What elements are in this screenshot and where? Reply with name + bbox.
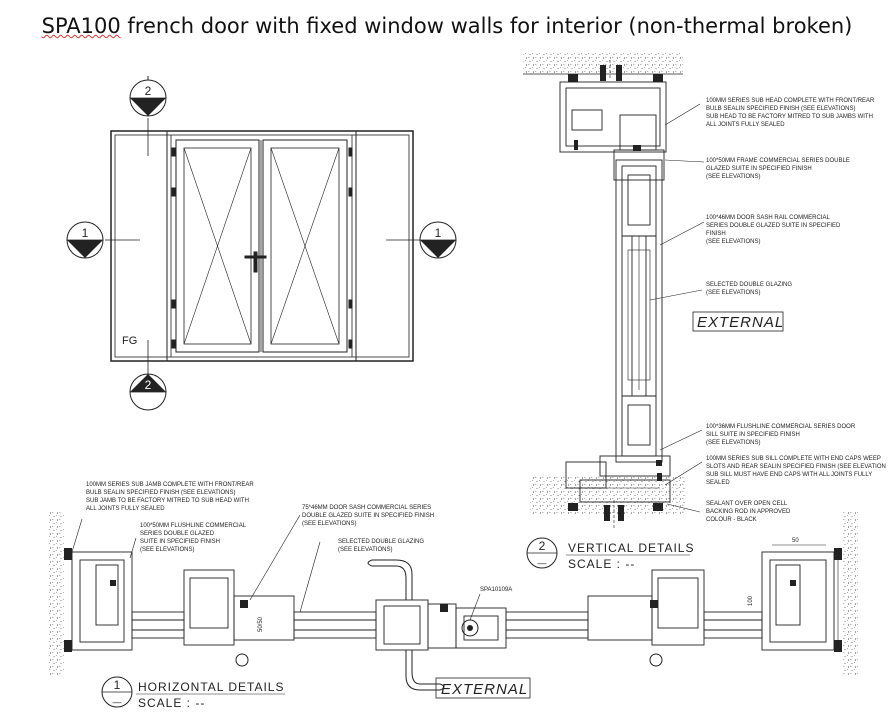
note-line: (SEE ELEVATIONS): [302, 521, 356, 527]
note-line: GLAZED SUITE IN SPECIFIED FINISH: [706, 166, 812, 172]
note-line: SUB JAMB TO BE FACTORY MITRED TO SUB HEA…: [86, 498, 249, 504]
note-line: SERIES DOUBLE GLAZED: [140, 531, 215, 537]
note-sub-jamb: 100MM SERIES SUB JAMB COMPLETE WITH FRON…: [86, 482, 254, 512]
detail-dash: —: [113, 697, 122, 707]
note-line: BULB SEALIN SPECIFIED FINISH (SEE ELEVAT…: [706, 106, 855, 112]
note-line: SEALED: [706, 480, 730, 486]
right-wall: [842, 510, 858, 675]
ceiling-slab: [523, 52, 683, 74]
note-line: 100*50MM FRAME COMMERCIAL SERIES DOUBLE: [706, 158, 850, 164]
horizontal-details-label: 1 — HORIZONTAL DETAILS SCALE : --: [101, 676, 285, 710]
vertical-leaders: [649, 103, 705, 513]
section-number: 2: [145, 84, 152, 98]
note-line: 100MM SERIES SUB HEAD COMPLETE WITH FRON…: [706, 98, 875, 104]
detail-title: HORIZONTAL DETAILS: [138, 680, 284, 694]
note-line: COLOUR - BLACK: [706, 517, 757, 523]
horizontal-notes: 100MM SERIES SUB JAMB COMPLETE WITH FRON…: [86, 482, 434, 553]
note-line: (SEE ELEVATIONS): [706, 174, 760, 180]
note-door-sill: 100*36MM FLUSHLINE COMMERCIAL SERIES DOO…: [706, 424, 856, 446]
detail-number: 2: [539, 539, 546, 553]
note-line: SERIES DOUBLE GLAZED SUITE IN SPECIFIED: [706, 223, 841, 229]
outer-frame: [110, 130, 414, 362]
note-line: SLOTS AND REAR SEALIN SPECIFIED FINISH (…: [706, 464, 886, 470]
dimension-50-left: 50/50: [258, 616, 264, 632]
section-marker-right: 1: [419, 221, 457, 259]
detail-title: VERTICAL DETAILS: [568, 541, 694, 555]
section-marker-bottom: 2: [129, 373, 167, 411]
note-line: SILL SUITE IN SPECIFIED FINISH: [706, 432, 800, 438]
door-lever: [367, 559, 445, 691]
note-door-sash: 75*46MM DOOR SASH COMMERCIAL SERIES DOUB…: [302, 505, 434, 527]
note-line: (SEE ELEVATIONS): [706, 440, 760, 446]
note-line: DOUBLE GLAZED SUITE IN SPECIFIED FINISH: [302, 513, 434, 519]
note-sub-sill: 100MM SERIES SUB SILL COMPLETE WITH END …: [706, 456, 886, 486]
note-sub-head: 100MM SERIES SUB HEAD COMPLETE WITH FRON…: [706, 98, 875, 128]
note-glazing-horizontal: SELECTED DOUBLE GLAZING (SEE ELEVATIONS): [338, 539, 424, 553]
vertical-details-label: 2 — VERTICAL DETAILS SCALE : --: [526, 537, 694, 571]
note-line: SELECTED DOUBLE GLAZING: [338, 539, 424, 545]
section-marker-top: 2: [129, 76, 167, 117]
page-title: SPA100 french door with fixed window wal…: [0, 14, 894, 38]
note-line: BACKING ROD IN APPROVED: [706, 509, 791, 515]
vertical-notes: 100MM SERIES SUB HEAD COMPLETE WITH FRON…: [706, 98, 886, 523]
door-handle: [244, 251, 267, 273]
note-line: 100*36MM FLUSHLINE COMMERCIAL SERIES DOO…: [706, 424, 856, 430]
external-label-vertical: EXTERNAL: [692, 311, 784, 332]
detail-scale: SCALE : --: [568, 557, 635, 571]
note-sealant: SEALANT OVER OPEN CELL BACKING ROD IN AP…: [706, 501, 791, 523]
detail-scale: SCALE : --: [138, 696, 205, 710]
section-marker-left: 1: [66, 221, 104, 259]
hinges: [171, 147, 353, 349]
section-number: 2: [145, 378, 152, 392]
note-line: ALL JOINTS FULLY SEALED: [86, 506, 165, 512]
part-code: SPA10109A: [480, 587, 512, 593]
note-line: FINISH: [706, 231, 726, 237]
right-door-leaf: [262, 139, 348, 353]
note-sash-rail: 100*46MM DOOR SASH RAIL COMMERCIAL SERIE…: [706, 215, 841, 245]
left-wall: [48, 510, 64, 675]
note-line: (SEE ELEVATIONS): [706, 290, 760, 296]
section-number: 1: [435, 226, 442, 240]
external-text: EXTERNAL: [441, 681, 528, 698]
vertical-section: [523, 52, 685, 528]
note-line: 75*46MM DOOR SASH COMMERCIAL SERIES: [302, 505, 431, 511]
note-flushline: 100*50MM FLUSHLINE COMMERCIAL SERIES DOU…: [140, 523, 247, 553]
title-prefix: SPA100: [41, 14, 121, 38]
detail-number: 1: [114, 678, 121, 692]
title-rest: french door with fixed window walls for …: [120, 14, 853, 38]
section-number: 1: [82, 226, 89, 240]
note-line: 100*50MM FLUSHLINE COMMERCIAL: [140, 523, 247, 529]
note-line: SUB HEAD TO BE FACTORY MITRED TO SUB JAM…: [706, 114, 873, 120]
note-line: (SEE ELEVATIONS): [706, 239, 760, 245]
note-line: 100*46MM DOOR SASH RAIL COMMERCIAL: [706, 215, 830, 221]
note-line: 100MM SERIES SUB SILL COMPLETE WITH END …: [706, 456, 881, 462]
external-label-horizontal: EXTERNAL: [435, 677, 531, 699]
note-line: SELECTED DOUBLE GLAZING: [706, 282, 792, 288]
note-line: SUITE IN SPECIFIED FINISH: [140, 539, 220, 545]
note-glazing-vertical: SELECTED DOUBLE GLAZING (SEE ELEVATIONS): [706, 282, 792, 296]
dimension-100: 100: [748, 595, 754, 606]
horizontal-section: 50 100 50/50: [48, 510, 858, 691]
detail-dash: —: [538, 558, 547, 568]
horizontal-leaders: [71, 514, 481, 621]
left-door-leaf: [175, 139, 260, 353]
note-line: SUB SILL MUST HAVE END CAPS WITH ALL JOI…: [706, 472, 872, 478]
dimension-50: 50: [792, 538, 799, 544]
note-line: (SEE ELEVATIONS): [338, 547, 392, 553]
note-line: BULB SEALIN SPECIFIED FINISH (SEE ELEVAT…: [86, 490, 235, 496]
note-frame: 100*50MM FRAME COMMERCIAL SERIES DOUBLE …: [706, 158, 850, 180]
external-text: EXTERNAL: [697, 314, 784, 331]
note-line: (SEE ELEVATIONS): [140, 547, 194, 553]
note-line: 100MM SERIES SUB JAMB COMPLETE WITH FRON…: [86, 482, 254, 488]
fg-label: FG: [122, 335, 137, 347]
note-line: ALL JOINTS FULLY SEALED: [706, 122, 785, 128]
elevation-view: [105, 118, 420, 378]
note-line: SEALANT OVER OPEN CELL: [706, 501, 788, 507]
